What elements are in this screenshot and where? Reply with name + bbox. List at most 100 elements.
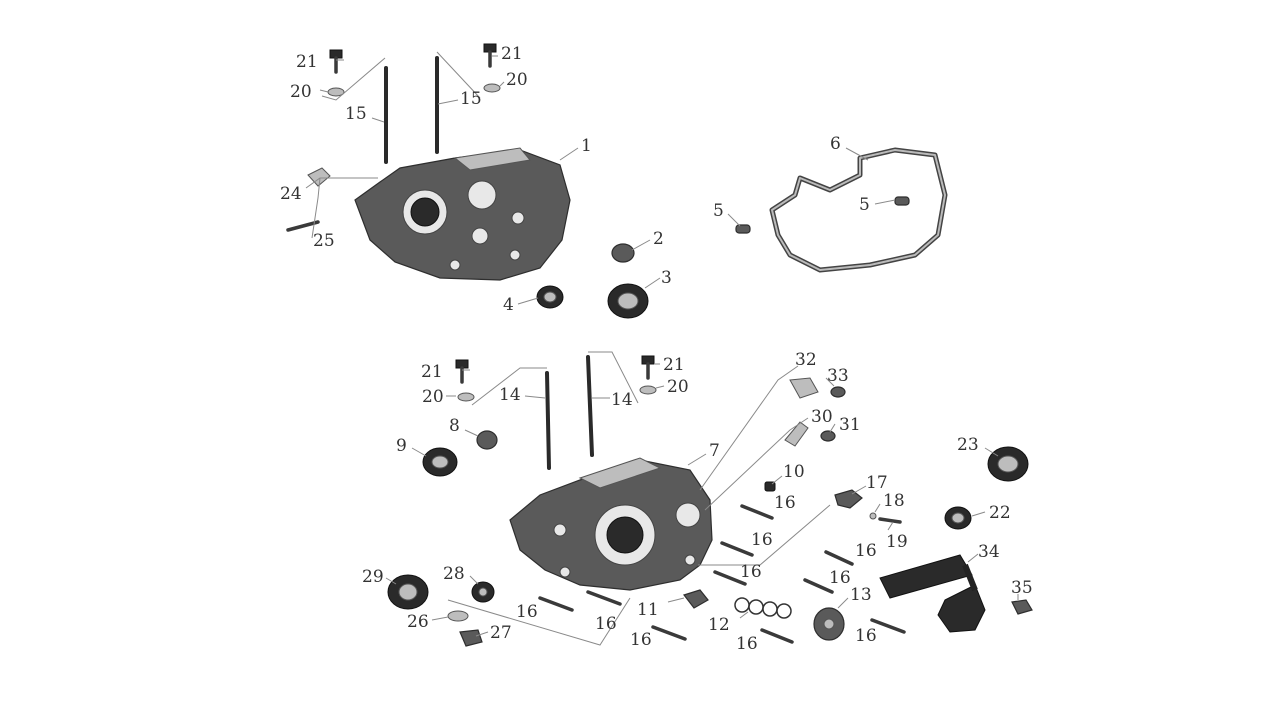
bolt-16-f [538,596,574,612]
washer-20-lower-left [457,392,475,402]
callout-13: 13 [850,585,872,605]
callout-21-top-right: 21 [501,44,523,64]
motor-34 [879,554,986,633]
dowel-5-left [735,224,751,234]
callout-18: 18 [883,491,905,511]
callout-labels: 1 2 3 4 5 5 6 15 15 21 21 20 20 24 25 7 … [280,44,1033,654]
leader-lines [305,51,1019,646]
callout-10: 10 [783,462,805,482]
callout-11: 11 [637,600,659,620]
seal-29 [387,574,429,610]
callout-16-e: 16 [829,568,851,588]
bolt-35 [1011,599,1033,615]
callout-4: 4 [503,295,514,315]
callout-28: 28 [443,564,465,584]
callout-6: 6 [830,134,841,154]
callout-19: 19 [886,532,908,552]
callout-23: 23 [957,435,979,455]
washer-18 [869,512,877,520]
bolt-21-top-left [329,49,343,74]
callout-8: 8 [449,416,460,436]
stud-14-right [586,355,594,457]
dowel-5-right [894,196,910,206]
callout-35: 35 [1011,578,1033,598]
crankcase-right-half [509,457,713,591]
bolt-16-j [870,618,906,634]
seal-4 [536,285,564,309]
callout-5-right: 5 [859,195,870,215]
callout-16-j: 16 [855,626,877,646]
spring-12 [734,597,792,619]
bolt-21-top-right [483,43,497,68]
callout-32: 32 [795,350,817,370]
callout-16-h: 16 [630,630,652,650]
callout-16-g: 16 [595,614,617,634]
cap-13 [813,607,845,641]
callout-3: 3 [661,268,672,288]
callout-21-lower-right: 21 [663,355,685,375]
bushing-2 [611,243,635,263]
callout-17: 17 [866,473,888,493]
screw-19 [878,517,902,524]
bolt-21-lower-left [455,359,469,384]
callout-20-lower-right: 20 [667,377,689,397]
callout-16-c: 16 [740,562,762,582]
bolt-16-c [713,570,747,586]
washer-26 [447,610,469,622]
callout-16-f: 16 [516,602,538,622]
callout-21-lower-left: 21 [421,362,443,382]
callout-22: 22 [989,503,1011,523]
callout-30: 30 [811,407,833,427]
seal-28 [471,581,495,603]
callout-7: 7 [709,441,720,461]
bolt-16-i [760,628,794,644]
seal-22 [944,506,972,530]
callout-14-right: 14 [611,390,633,410]
nut-33 [830,386,846,398]
bolt-16-h [651,625,687,641]
callout-33: 33 [827,366,849,386]
callout-16-i: 16 [736,634,758,654]
washer-20-lower-right [639,385,657,395]
callout-16-a: 16 [774,493,796,513]
bearing-9 [422,447,458,477]
nut-31 [820,430,836,442]
bolt-21-lower-right [641,355,655,380]
crankcase-left-half [354,147,571,281]
bolt-16-b [720,541,754,557]
callout-15-right: 15 [460,89,482,109]
callout-21-top-left: 21 [296,52,318,72]
callout-15-left: 15 [345,104,367,124]
seal-23 [987,446,1029,482]
bushing-8 [476,430,498,450]
washer-20-top-right [483,83,501,93]
callout-20-top-right: 20 [506,70,528,90]
callout-16-d: 16 [855,541,877,561]
bolt-16-e [803,578,834,594]
plug-11 [682,589,709,609]
bolt-16-a [740,504,774,520]
callout-16-b: 16 [751,530,773,550]
callout-1: 1 [581,136,592,156]
plate-30 [784,421,809,447]
stud-14-left [545,371,551,470]
bearing-3 [607,283,649,319]
callout-27: 27 [490,623,512,643]
callout-5-left: 5 [713,201,724,221]
callout-20-top-left: 20 [290,82,312,102]
pin-25 [286,220,320,232]
callout-29: 29 [362,567,384,587]
callout-2: 2 [653,229,664,249]
callout-34: 34 [978,542,1000,562]
plug-10 [764,481,776,492]
bracket-32 [789,377,819,399]
callout-20-lower-left: 20 [422,387,444,407]
bolt-16-g [586,590,622,606]
callout-14-left: 14 [499,385,521,405]
callout-12: 12 [708,615,730,635]
callout-31: 31 [839,415,861,435]
callout-25: 25 [313,231,335,251]
callout-24: 24 [280,184,302,204]
callout-9: 9 [396,436,407,456]
